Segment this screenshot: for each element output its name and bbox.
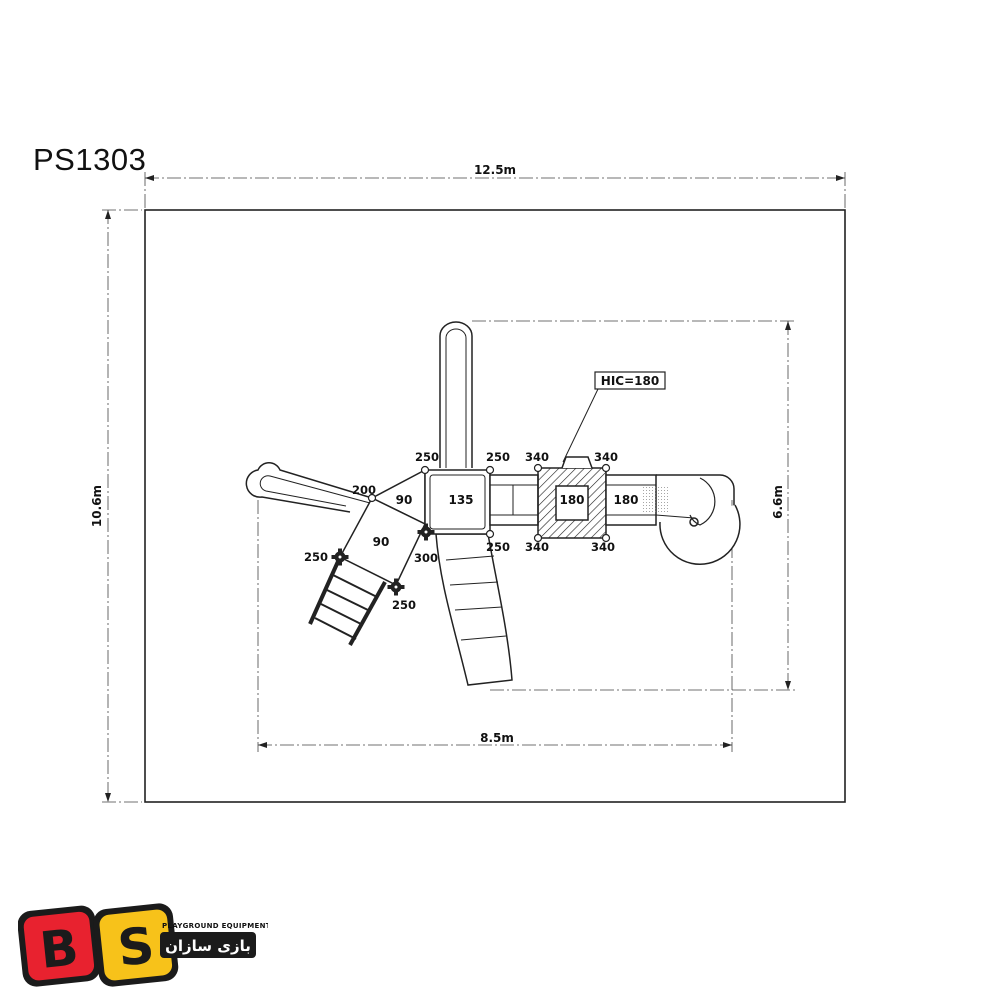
height-main-tr: 250 bbox=[486, 450, 510, 464]
ladder bbox=[308, 556, 387, 646]
equipment-width-label: 8.5m bbox=[480, 731, 514, 745]
height-tri-tip: 200 bbox=[352, 483, 376, 497]
label-bridge-2: 180 bbox=[613, 493, 638, 507]
posts bbox=[367, 463, 611, 543]
post-hatch-br bbox=[601, 533, 611, 543]
height-left-square-bottom: 250 bbox=[392, 598, 416, 612]
label-main-platform: 135 bbox=[448, 493, 473, 507]
label-triangle-platform: 90 bbox=[396, 493, 413, 507]
post-hatch-bl bbox=[533, 533, 543, 543]
overall-width-label: 12.5m bbox=[474, 163, 516, 177]
hic-callout: HIC=180 bbox=[562, 371, 666, 463]
left-slide bbox=[245, 462, 373, 513]
gear-icon bbox=[331, 548, 349, 566]
top-slide bbox=[439, 321, 473, 468]
post-tri-tip bbox=[367, 493, 377, 503]
label-left-square-platform: 90 bbox=[373, 535, 390, 549]
model-code-title: PS1303 bbox=[33, 142, 147, 177]
height-main-tl: 250 bbox=[415, 450, 439, 464]
gear-icon bbox=[387, 578, 405, 596]
post-main-tr bbox=[485, 465, 495, 475]
logo-letter-s: S bbox=[115, 916, 157, 977]
post-main-tl bbox=[420, 465, 430, 475]
equipment-height-label: 6.6m bbox=[771, 485, 785, 519]
equipment-dimension-lines bbox=[257, 320, 796, 752]
height-hatch-bl: 340 bbox=[525, 540, 549, 554]
post-hatch-tr bbox=[601, 463, 611, 473]
curved-slide bbox=[435, 533, 513, 686]
height-hatch-br: 340 bbox=[591, 540, 615, 554]
height-main-bl: 300 bbox=[414, 551, 438, 565]
equipment-plan bbox=[245, 321, 539, 686]
spiral-slide bbox=[655, 474, 741, 565]
logo-tagline: PLAYGROUND EQUIPMENT bbox=[162, 922, 268, 930]
safety-zone-boundary bbox=[144, 209, 846, 803]
gear-connectors bbox=[331, 523, 435, 596]
height-main-br: 250 bbox=[486, 540, 510, 554]
hatched-platform bbox=[537, 456, 607, 539]
equipment-dimension-arrows bbox=[258, 321, 791, 748]
logo-name-fa: بازی سازان bbox=[165, 937, 251, 955]
label-hatched-platform: 180 bbox=[559, 493, 584, 507]
height-left-square-left: 250 bbox=[304, 550, 328, 564]
height-hatch-tl: 340 bbox=[525, 450, 549, 464]
overall-height-label: 10.6m bbox=[90, 485, 104, 527]
hic-label: HIC=180 bbox=[601, 374, 659, 388]
height-hatch-tr: 340 bbox=[594, 450, 618, 464]
post-main-br bbox=[485, 529, 495, 539]
bridge-1 bbox=[489, 474, 539, 526]
logo-letter-b: B bbox=[37, 918, 81, 980]
overall-dimension-arrows bbox=[105, 175, 845, 802]
overall-dimension-lines bbox=[102, 172, 846, 803]
brand-logo: B S PLAYGROUND EQUIPMENT بازی سازان bbox=[18, 903, 268, 987]
post-hatch-tl bbox=[533, 463, 543, 473]
gear-icon bbox=[417, 523, 435, 541]
